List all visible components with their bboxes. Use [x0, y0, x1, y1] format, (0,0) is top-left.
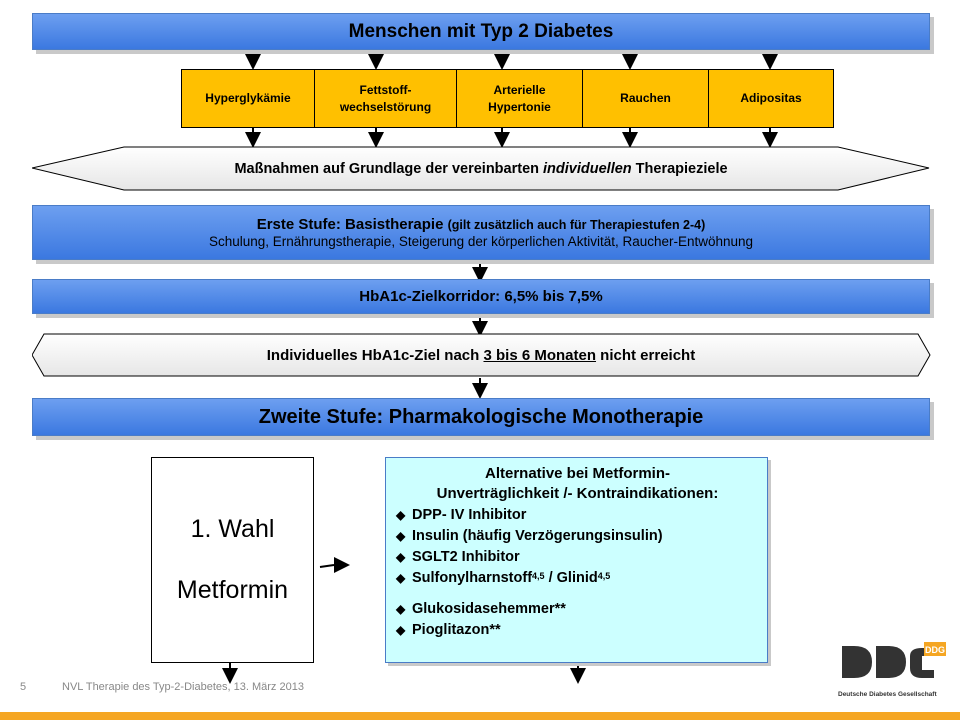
ddg-logo-icon: DDG	[842, 642, 946, 678]
arrows-title-to-factors	[245, 50, 778, 70]
risk-factor-hyperglykaemie: Hyperglykämie	[181, 69, 315, 128]
diamond-bullet-icon: ◆	[396, 550, 406, 564]
measures-banner-shape	[32, 146, 930, 191]
first-stage-note: (gilt zusätzlich auch für Therapiestufen…	[447, 218, 706, 232]
measures-banner: Maßnahmen auf Grundlage der vereinbarten…	[32, 146, 930, 191]
first-stage-box: Erste Stufe: Basistherapie (gilt zusätzl…	[32, 205, 930, 260]
risk-factor-label: Rauchen	[620, 91, 671, 106]
risk-factor-label: Hyperglykämie	[205, 91, 291, 106]
risk-factor-label: Adipositas	[740, 91, 802, 106]
diamond-bullet-icon: ◆	[396, 623, 406, 637]
alternative-box: Alternative bei Metformin- Unverträglich…	[385, 457, 768, 663]
first-choice-box: 1. Wahl Metformin	[151, 457, 314, 663]
second-stage-title: Zweite Stufe: Pharmakologische Monothera…	[258, 405, 704, 428]
alternative-item: ◆Insulin (häufig Verzögerungsinsulin)	[396, 526, 759, 547]
alternative-title: Alternative bei Metformin- Unverträglich…	[436, 465, 719, 502]
risk-factor-fettstoffwechsel: Fettstoff- wechselstörung	[314, 69, 457, 128]
arrows-bottom	[222, 663, 586, 684]
not-reached-banner: Individuelles HbA1c-Ziel nach 3 bis 6 Mo…	[32, 333, 930, 377]
alternative-item: ◆SGLT2 Inhibitor	[396, 547, 759, 568]
diamond-bullet-icon: ◆	[396, 571, 406, 585]
alternative-item: ◆Pioglitazon**	[396, 620, 759, 641]
diamond-bullet-icon: ◆	[396, 602, 406, 616]
footer-bar	[0, 712, 960, 720]
measures-suffix: Therapieziele	[631, 160, 728, 177]
alternative-list: ◆DPP- IV Inhibitor ◆Insulin (häufig Verz…	[396, 505, 759, 641]
risk-factor-label: Fettstoff- wechselstörung	[339, 83, 432, 114]
arrow-metformin-to-alternative	[319, 557, 350, 573]
not-reached-prefix: Individuelles HbA1c-Ziel nach	[266, 346, 484, 364]
measures-emphasis: individuellen	[543, 160, 632, 177]
first-stage-title: Erste Stufe: Basistherapie	[256, 216, 444, 233]
not-reached-banner-shape	[32, 333, 931, 377]
risk-factor-label: Arterielle Hypertonie	[488, 83, 551, 114]
not-reached-suffix: nicht erreicht	[596, 346, 696, 364]
not-reached-underlined: 3 bis 6 Monaten	[483, 346, 597, 364]
measures-prefix: Maßnahmen auf Grundlage der vereinbarten	[234, 160, 544, 177]
logo-letters: DDG	[925, 645, 945, 655]
target-corridor-box: HbA1c-Zielkorridor: 6,5% bis 7,5%	[32, 279, 930, 314]
logo-text: Deutsche Diabetes Gesellschaft	[838, 691, 937, 698]
title-box: Menschen mit Typ 2 Diabetes	[32, 13, 930, 50]
ddg-logo: DDG Deutsche Diabetes Gesellschaft	[838, 640, 950, 700]
second-stage-box: Zweite Stufe: Pharmakologische Monothera…	[32, 398, 930, 436]
risk-factor-hypertonie: Arterielle Hypertonie	[456, 69, 583, 128]
page-number: 5	[20, 681, 27, 693]
footer-text: NVL Therapie des Typ-2-Diabetes, 13. Mär…	[62, 681, 304, 693]
alternative-item: ◆Glukosidasehemmer**	[396, 599, 759, 620]
alternative-item: ◆DPP- IV Inhibitor	[396, 505, 759, 526]
alternative-item: ◆Sulfonylharnstoff4,5 / Glinid4,5	[396, 568, 759, 589]
risk-factor-rauchen: Rauchen	[582, 69, 709, 128]
page-title: Menschen mit Typ 2 Diabetes	[348, 20, 614, 42]
diamond-bullet-icon: ◆	[396, 508, 406, 522]
arrows-factors-to-measures	[245, 128, 778, 148]
first-stage-description: Schulung, Ernährungstherapie, Steigerung…	[208, 234, 754, 249]
diamond-bullet-icon: ◆	[396, 529, 406, 543]
first-choice-drug: Metformin	[176, 576, 289, 604]
target-corridor-text: HbA1c-Zielkorridor: 6,5% bis 7,5%	[359, 288, 603, 305]
risk-factor-adipositas: Adipositas	[708, 69, 834, 128]
first-choice-rank: 1. Wahl	[190, 515, 275, 543]
